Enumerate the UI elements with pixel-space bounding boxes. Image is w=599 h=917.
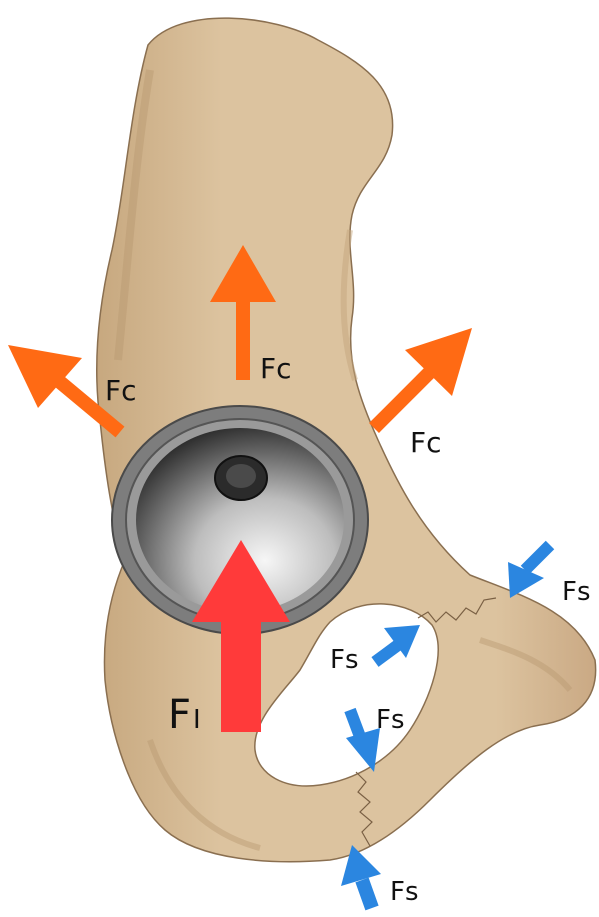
label-fc-left: Fc [105,374,137,407]
label-fs-bottom: Fs [390,877,419,907]
label-fs-right: Fs [562,577,591,607]
label-fi-main: F [168,692,191,738]
cup-screw-hole-highlight [226,464,256,488]
label-fi-subscript: I [193,705,201,735]
label-fc-right: Fc [410,426,442,459]
label-fc-top: Fc [260,352,292,385]
fc-arrow-right [374,328,472,428]
label-fs-inner-lower: Fs [376,705,405,735]
label-fs-inner-upper: Fs [330,645,359,675]
fs-arrow-right [508,545,550,598]
fi-arrow-shaft [221,618,261,732]
